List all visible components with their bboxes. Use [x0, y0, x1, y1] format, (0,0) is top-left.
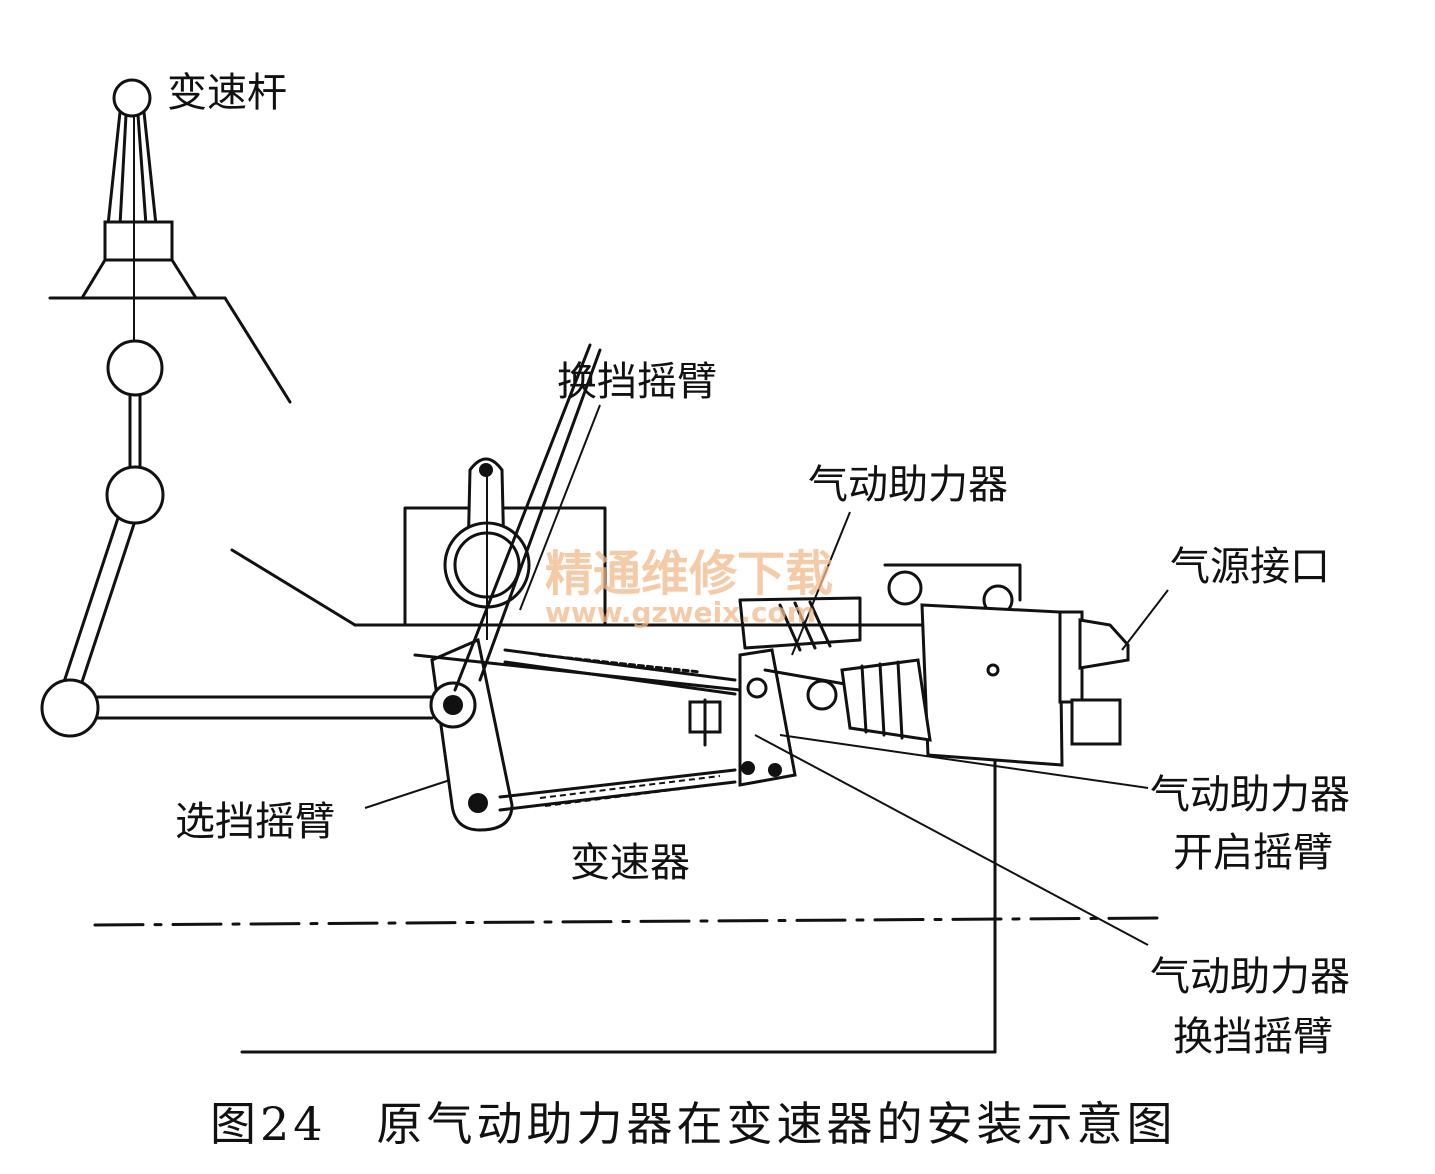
label-air-source-port: 气源接口 [1170, 544, 1330, 590]
select-rocker-arm [429, 343, 602, 832]
label-booster-shift-arm-1: 气动助力器 [1150, 954, 1350, 1000]
label-booster-open-arm-1: 气动助力器 [1150, 772, 1350, 818]
label-booster-open-arm-2: 开启摇臂 [1173, 830, 1333, 876]
leader-lines [364, 404, 1169, 946]
watermark-text: 精通维修下载 [545, 546, 833, 602]
label-transmission: 变速器 [570, 840, 690, 886]
linkage-rods [413, 648, 742, 812]
booster-levers [688, 648, 797, 787]
watermark-url: www.gzweix.com [545, 596, 816, 629]
pneumatic-booster-body [738, 563, 1130, 767]
figure-caption: 图24 原气动助力器在变速器的安装示意图 [210, 1097, 1177, 1151]
shift-lever-assembly [40, 78, 434, 738]
label-booster-shift-arm-2: 换挡摇臂 [1173, 1014, 1333, 1060]
label-select-rocker-arm: 选挡摇臂 [175, 799, 335, 845]
label-shift-rocker-arm: 换挡摇臂 [557, 359, 717, 405]
label-pneumatic-booster: 气动助力器 [808, 462, 1008, 508]
label-shift-lever: 变速杆 [167, 70, 287, 116]
shift-rocker-arm [443, 457, 531, 640]
